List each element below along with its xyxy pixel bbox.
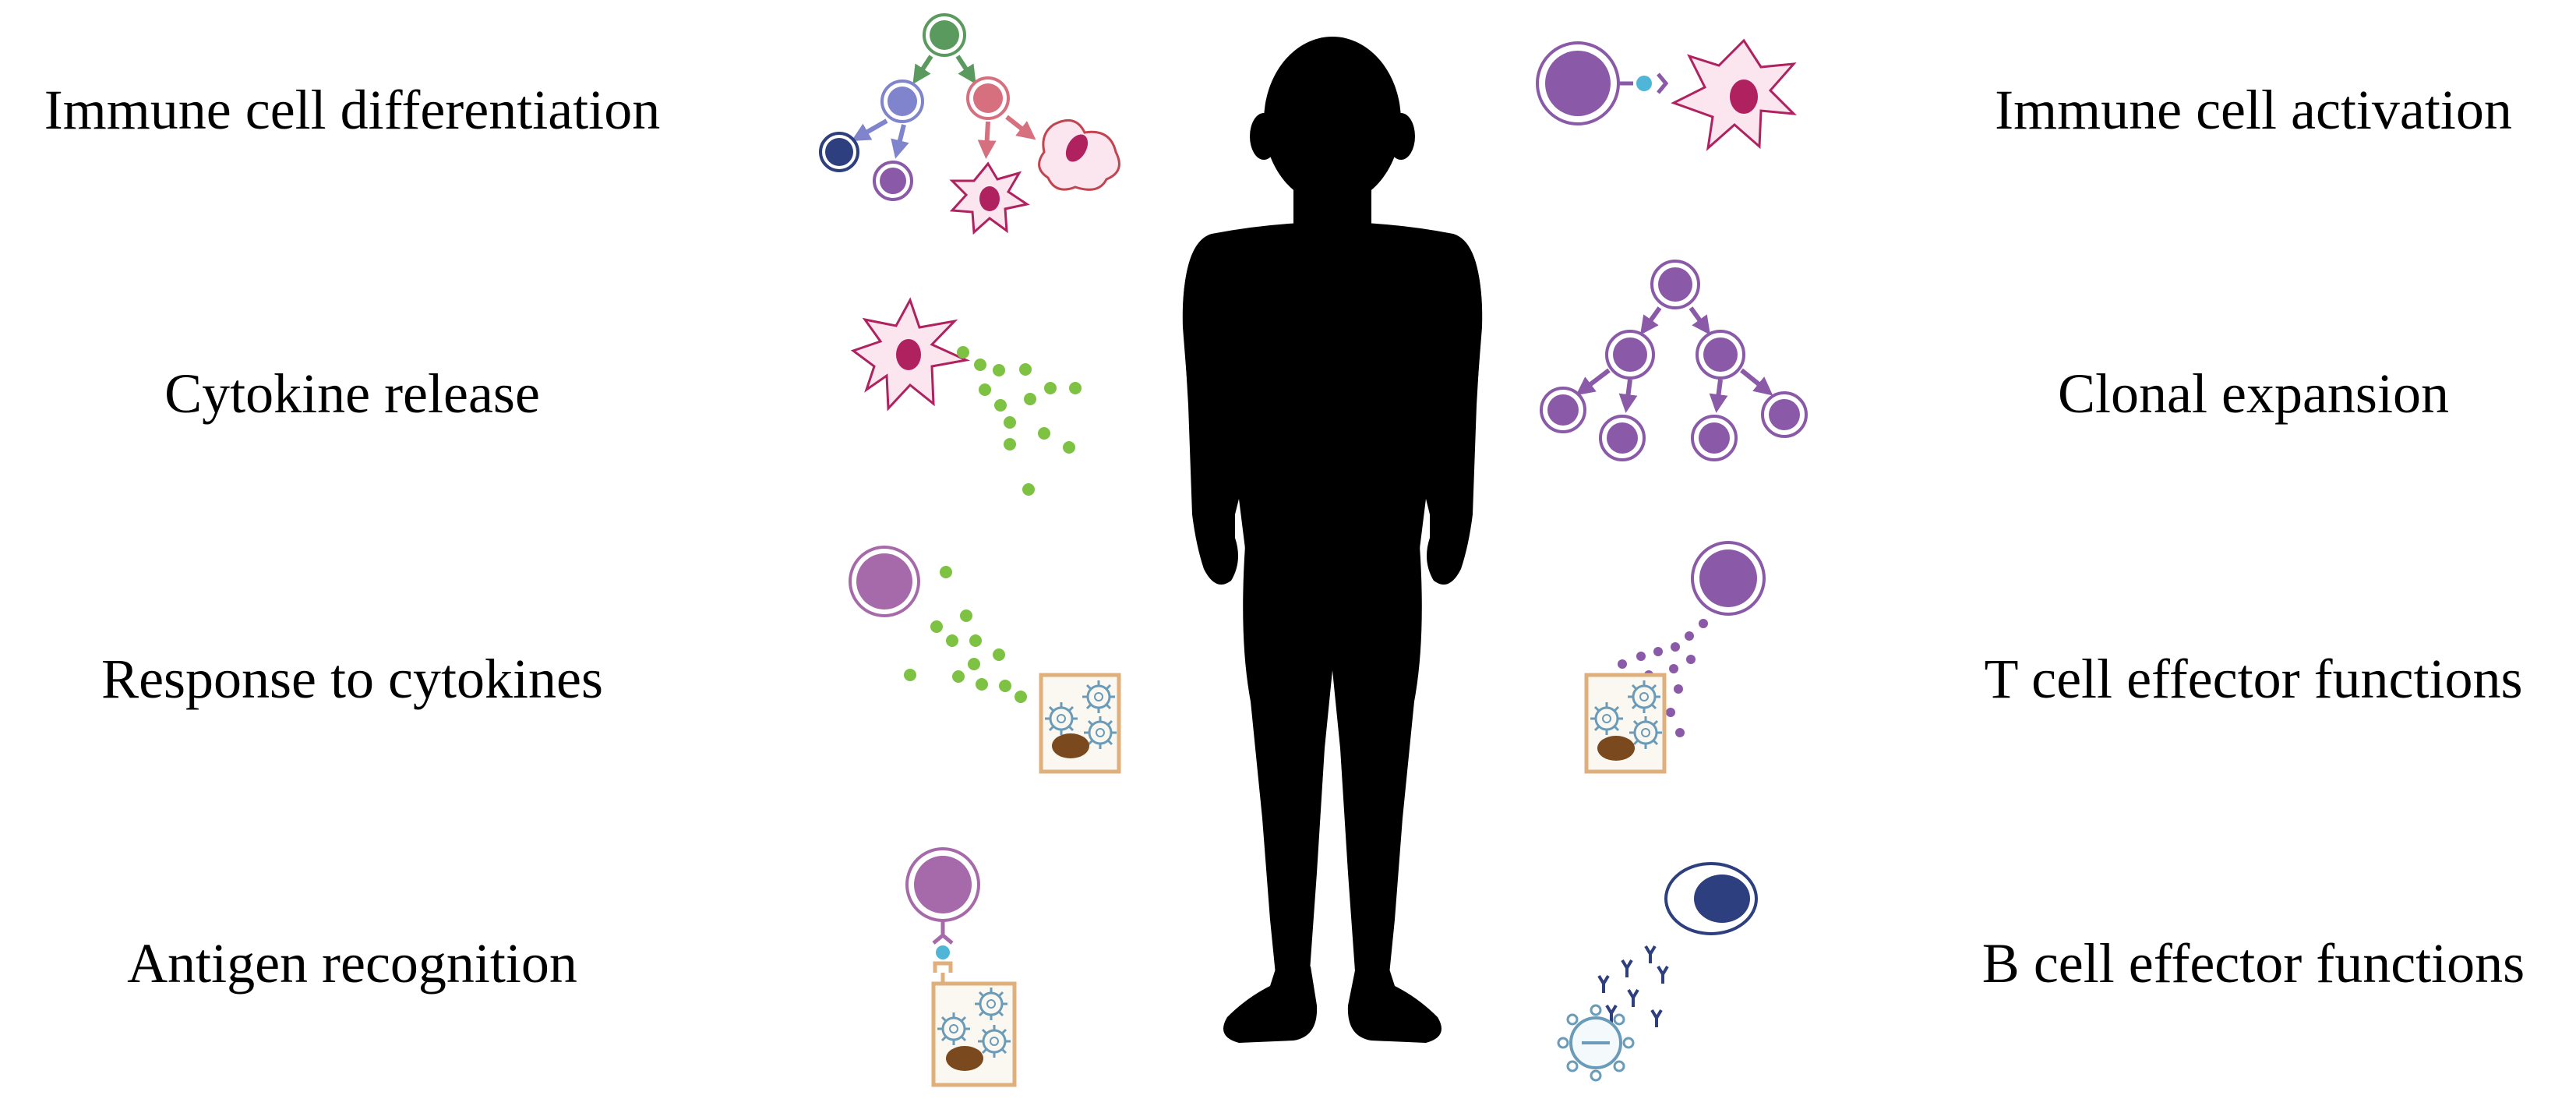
label-immune-cell-differentiation: Immune cell differentiation [44, 79, 661, 141]
t-cell-effector-icon [1584, 541, 1766, 774]
label-clonal-expansion: Clonal expansion [2058, 362, 2449, 425]
cell-activation-icon [1536, 38, 1798, 151]
label-cytokine-release: Cytokine release [164, 362, 540, 425]
label-immune-cell-activation: Immune cell activation [1995, 79, 2512, 141]
differentiation-tree-icon [819, 13, 1120, 235]
cytokine-response-icon [849, 546, 1121, 774]
label-t-cell-effector-functions: T cell effector functions [1984, 648, 2523, 710]
label-antigen-recognition: Antigen recognition [127, 932, 577, 995]
label-response-to-cytokines: Response to cytokines [101, 648, 603, 710]
clonal-expansion-icon [1540, 260, 1808, 461]
b-cell-antibody-icon [1557, 862, 1758, 1082]
label-b-cell-effector-functions: B cell effector functions [1981, 932, 2525, 995]
dendritic-cell-cytokine-icon [850, 297, 1082, 496]
antigen-recognition-icon [905, 847, 1017, 1087]
human-silhouette-icon [1182, 37, 1483, 1043]
